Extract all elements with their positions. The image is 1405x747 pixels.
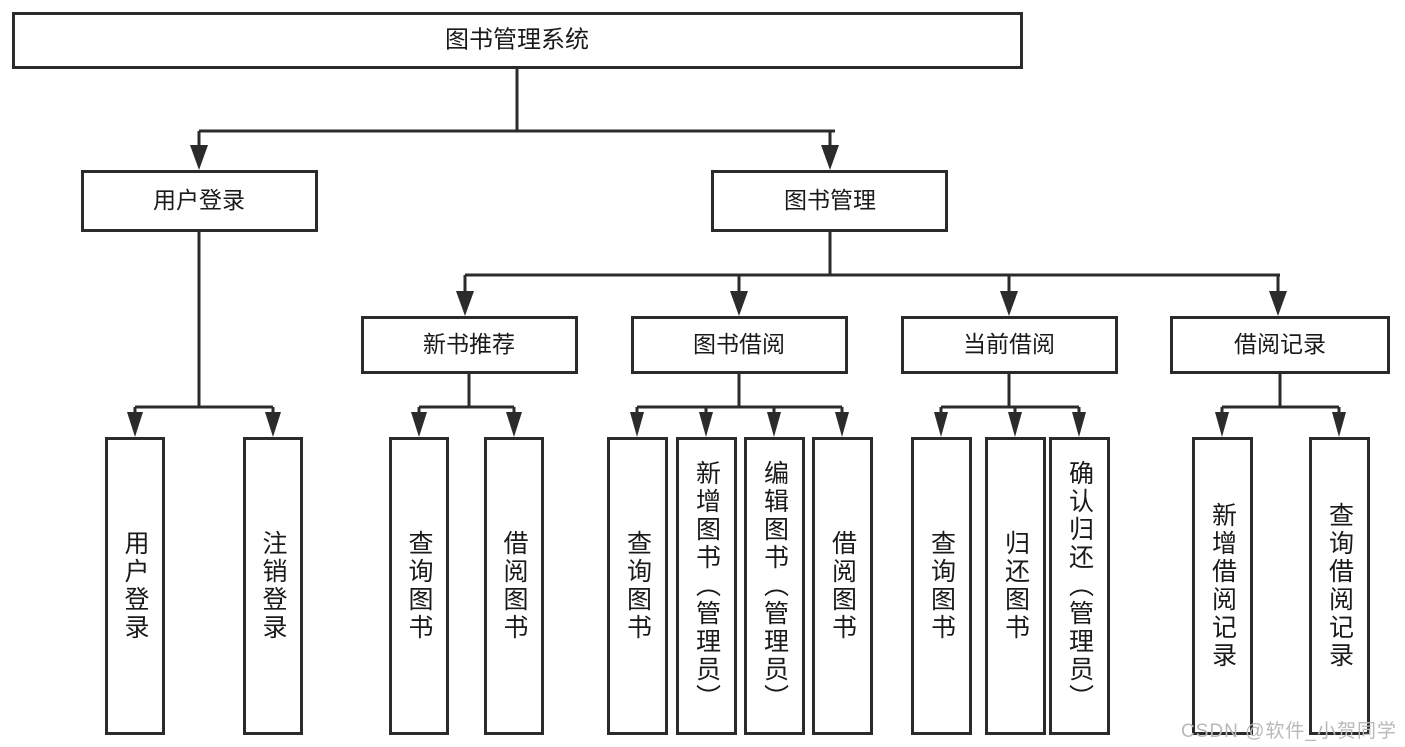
leaf-box-borrow-book-nbr[interactable] <box>484 437 544 735</box>
node-root-box <box>12 12 1023 69</box>
arrow-to-book-borrow-icon <box>730 291 748 316</box>
node-new-book-recommend[interactable]: 新书推荐 <box>361 316 578 374</box>
node-user-login-box <box>81 170 318 232</box>
arrow-to-current-borrow-icon <box>1000 291 1018 316</box>
connector-root-to-level2 <box>190 68 839 170</box>
leaf-box-query-borrow-rec[interactable] <box>1309 437 1370 735</box>
arrow-bb-leaf-2-icon <box>699 412 713 437</box>
arrow-to-borrow-record-icon <box>1269 291 1287 316</box>
arrow-nbr-leaf-1-icon <box>411 412 427 437</box>
arrow-leaf-logout-icon <box>265 412 281 437</box>
node-book-borrow-box <box>631 316 848 374</box>
leaf-boxes <box>105 437 1370 735</box>
node-user-login-label: 用户登录 <box>153 187 245 213</box>
node-current-borrow-box <box>901 316 1118 374</box>
arrow-bb-leaf-3-icon <box>767 412 781 437</box>
arrow-nbr-leaf-2-icon <box>506 412 522 437</box>
node-user-login[interactable]: 用户登录 <box>81 170 318 232</box>
arrow-br-leaf-2-icon <box>1332 412 1346 437</box>
node-root[interactable]: 图书管理系统 <box>12 12 1023 69</box>
arrow-cb-leaf-1-icon <box>934 412 948 437</box>
leaf-box-return-book[interactable] <box>985 437 1046 735</box>
arrow-to-book-mgmt-icon <box>821 145 839 170</box>
connector-user-login-to-leaves <box>127 231 281 437</box>
arrow-br-leaf-1-icon <box>1215 412 1229 437</box>
connector-book-borrow-to-leaves <box>630 373 849 437</box>
leaf-box-query-book-nbr[interactable] <box>389 437 449 735</box>
arrow-bb-leaf-4-icon <box>835 412 849 437</box>
node-borrow-record[interactable]: 借阅记录 <box>1170 316 1390 374</box>
node-book-management-label: 图书管理 <box>784 187 876 213</box>
node-borrow-record-label: 借阅记录 <box>1234 331 1326 357</box>
node-new-book-recommend-label: 新书推荐 <box>423 331 515 357</box>
node-current-borrow[interactable]: 当前借阅 <box>901 316 1118 374</box>
node-current-borrow-label: 当前借阅 <box>963 331 1055 357</box>
node-book-management-box <box>711 170 948 232</box>
arrow-cb-leaf-3-icon <box>1072 412 1086 437</box>
arrow-bb-leaf-1-icon <box>630 412 644 437</box>
leaf-box-query-book-bb[interactable] <box>607 437 668 735</box>
node-book-borrow[interactable]: 图书借阅 <box>631 316 848 374</box>
leaf-box-borrow-book-bb[interactable] <box>812 437 873 735</box>
leaf-box-edit-book-admin[interactable] <box>744 437 805 735</box>
arrow-to-user-login-icon <box>190 145 208 170</box>
leaf-box-query-book-cb[interactable] <box>911 437 972 735</box>
connector-borrow-record-to-leaves <box>1215 373 1346 437</box>
leaf-box-add-book-admin[interactable] <box>676 437 737 735</box>
connector-new-book-rec-to-leaves <box>411 373 522 437</box>
arrow-to-new-book-rec-icon <box>456 291 474 316</box>
leaf-box-add-borrow-record[interactable] <box>1192 437 1253 735</box>
arrow-cb-leaf-2-icon <box>1008 412 1022 437</box>
leaf-box-confirm-return[interactable] <box>1049 437 1110 735</box>
connector-book-mgmt-to-level3 <box>456 231 1287 316</box>
connector-current-borrow-to-leaves <box>934 373 1086 437</box>
csdn-watermark: CSDN @软件_小贺同学 <box>1181 721 1397 742</box>
leaf-box-logout[interactable] <box>243 437 303 735</box>
arrow-leaf-user-login-icon <box>127 412 143 437</box>
node-book-borrow-label: 图书借阅 <box>693 331 785 357</box>
node-borrow-record-box <box>1170 316 1390 374</box>
leaf-box-user-login[interactable] <box>105 437 165 735</box>
node-root-label: 图书管理系统 <box>445 26 589 53</box>
node-book-management[interactable]: 图书管理 <box>711 170 948 232</box>
node-new-book-recommend-box <box>361 316 578 374</box>
